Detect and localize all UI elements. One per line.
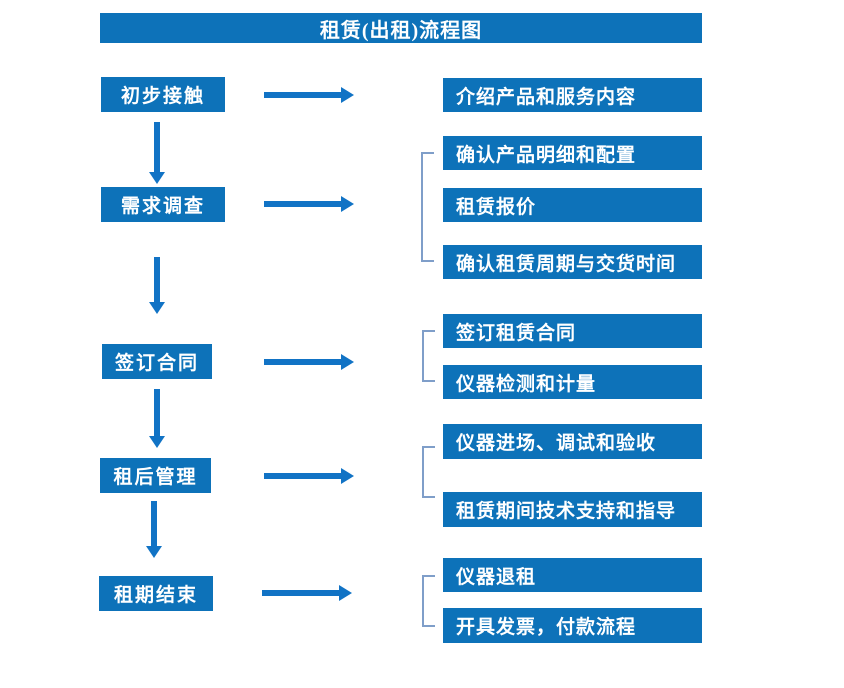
bracket-shape [422, 330, 435, 382]
bracket-shape [422, 575, 435, 627]
step-box-rental-end: 租期结束 [99, 576, 213, 611]
bracket-shape [421, 152, 434, 262]
bracket-shape [422, 446, 435, 498]
arrow-right-icon [262, 585, 352, 601]
arrow-down-icon [149, 122, 165, 184]
arrow-right-icon [264, 196, 354, 212]
output-box-3-2: 仪器检测和计量 [443, 365, 702, 399]
arrow-right-icon [264, 87, 354, 103]
output-box-1-1: 介绍产品和服务内容 [443, 78, 702, 112]
arrow-down-icon [149, 389, 165, 448]
output-box-2-1: 确认产品明细和配置 [443, 136, 702, 170]
arrow-right-icon [264, 354, 354, 370]
output-box-4-1: 仪器进场、调试和验收 [443, 424, 702, 459]
arrow-right-icon [264, 468, 354, 484]
step-box-initial-contact: 初步接触 [101, 77, 225, 112]
output-box-2-3: 确认租赁周期与交货时间 [443, 245, 702, 279]
output-box-5-1: 仪器退租 [443, 558, 702, 592]
step-box-sign-contract: 签订合同 [102, 344, 212, 379]
step-box-needs-survey: 需求调查 [101, 187, 225, 222]
step-box-post-rental-management: 租后管理 [100, 458, 211, 493]
output-box-4-2: 租赁期间技术支持和指导 [443, 492, 702, 527]
flowchart-title: 租赁(出租)流程图 [100, 13, 702, 43]
arrow-down-icon [146, 501, 162, 558]
output-box-2-2: 租赁报价 [443, 188, 702, 222]
output-box-3-1: 签订租赁合同 [443, 314, 702, 348]
output-box-5-2: 开具发票，付款流程 [443, 608, 702, 643]
arrow-down-icon [149, 257, 165, 314]
